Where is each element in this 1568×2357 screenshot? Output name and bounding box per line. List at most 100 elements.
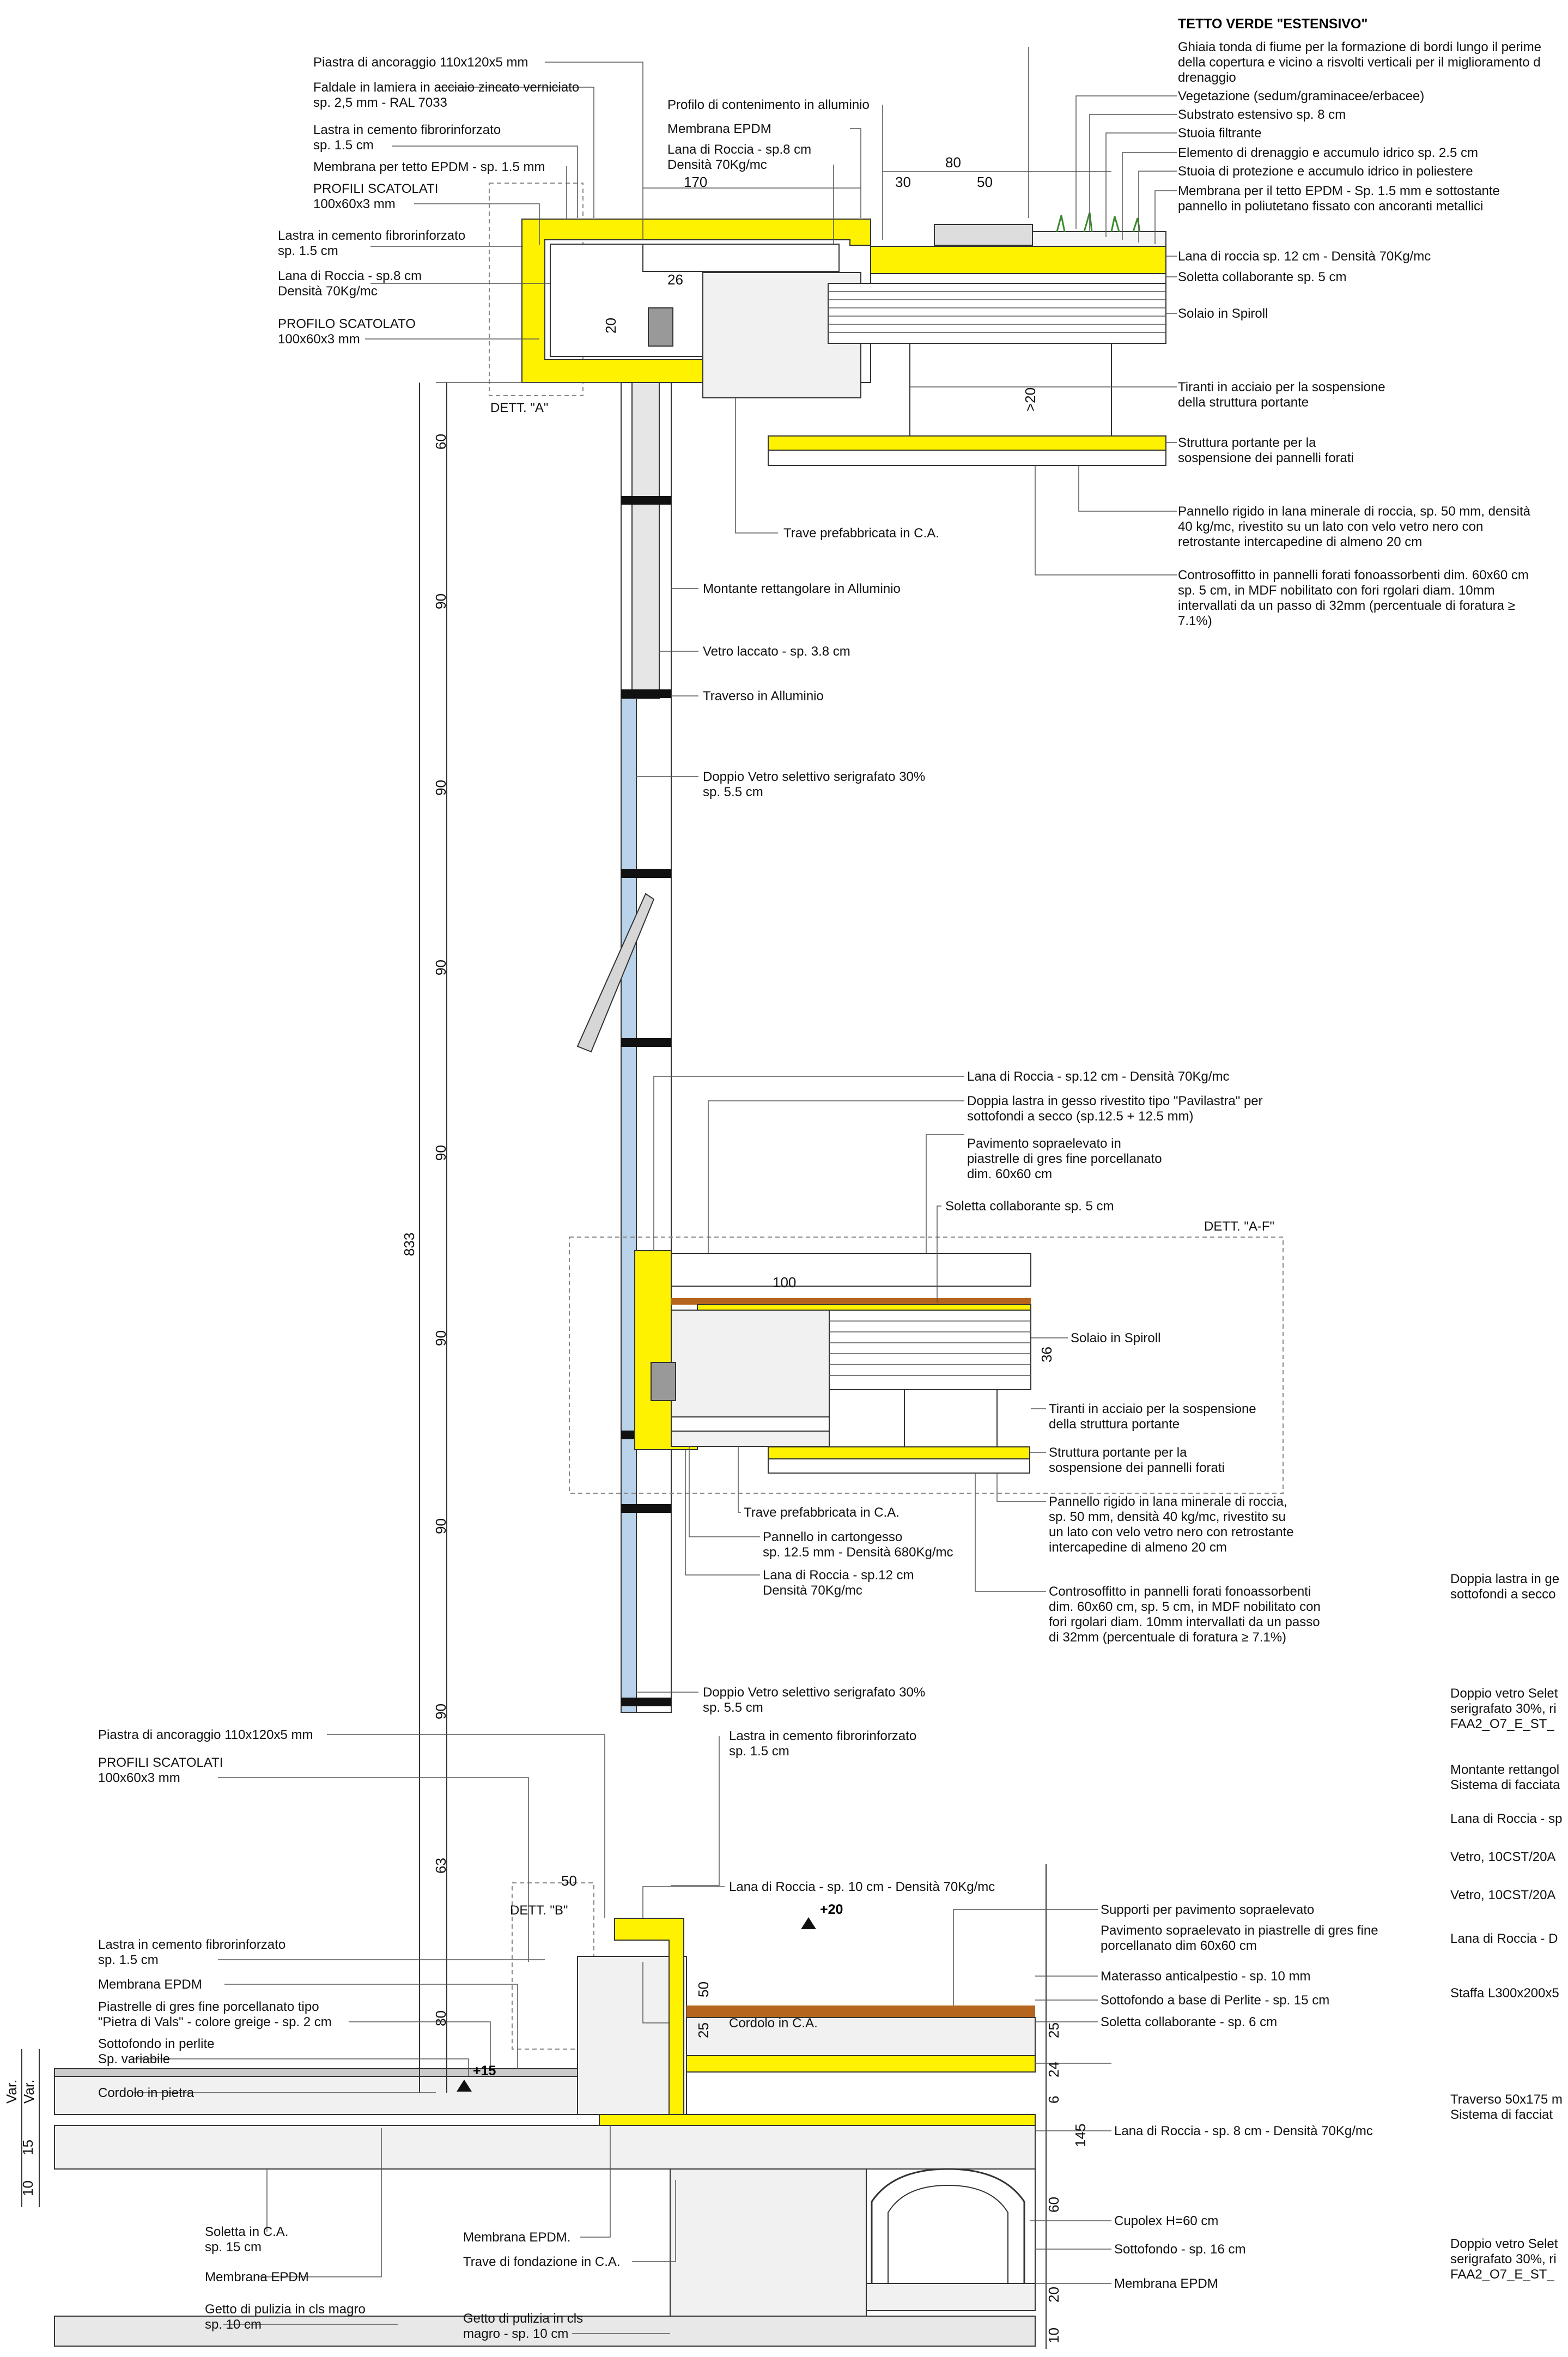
spiroll-slab-mid [829, 1310, 1031, 1390]
label: 7.1%) [1178, 614, 1212, 628]
foundation-beam [670, 2168, 867, 2317]
label: Densità 70Kg/mc [278, 284, 378, 299]
label: Soletta collaborante - sp. 6 cm [1101, 2015, 1277, 2029]
dim-label: 24 [1046, 2062, 1062, 2077]
label: dim. 60x60 cm [967, 1167, 1052, 1181]
anchor-plate [648, 307, 673, 347]
dim-label: 90 [433, 1330, 449, 1346]
label: sottofondi a secco (sp.12.5 + 12.5 mm) [967, 1109, 1194, 1124]
dim-label: 80 [433, 2010, 449, 2026]
label: Pavimento sopraelevato in piastrelle di … [1101, 1923, 1378, 1938]
dim-label: 6 [1046, 2096, 1062, 2104]
label: Doppio Vetro selettivo serigrafato 30% [703, 769, 925, 784]
label: Doppio Vetro selettivo serigrafato 30% [703, 1685, 925, 1700]
transom-4 [621, 1038, 671, 1047]
label: drenaggio [1178, 70, 1236, 85]
label: intervallati da un passo di 32mm (percen… [1178, 598, 1515, 613]
acoustic-ceiling-mid [768, 1458, 1030, 1474]
label: della struttura portante [1049, 1417, 1180, 1432]
label: Montante rettangolare in Alluminio [703, 581, 901, 596]
label: sp. 1.5 cm [729, 1744, 789, 1759]
open-window-sash [576, 893, 655, 1053]
lean-concrete [54, 2316, 1036, 2347]
transom-6 [621, 1504, 671, 1513]
label: Pannello rigido in lana minerale di rocc… [1178, 504, 1531, 519]
label: Densità 70Kg/mc [667, 157, 767, 172]
label: Substrato estensivo sp. 8 cm [1178, 107, 1346, 122]
label: Stuoia di protezione e accumulo idrico i… [1178, 164, 1473, 179]
label: Lana di roccia sp. 12 cm - Densità 70Kg/… [1178, 249, 1431, 264]
dim-label: 60 [1046, 2197, 1062, 2213]
label: sp. 15 cm [205, 2240, 262, 2255]
label: della struttura portante [1178, 395, 1309, 410]
label: Membrana EPDM. [463, 2230, 570, 2245]
roof-insulation [870, 246, 1166, 274]
label: Solaio in Spiroll [1071, 1331, 1160, 1346]
base-detail [54, 1882, 1036, 2347]
label: Ghiaia tonda di fiume per la formazione … [1178, 40, 1541, 54]
label: Vegetazione (sedum/graminacee/erbacee) [1178, 89, 1424, 104]
ca-curb [577, 1956, 687, 2115]
label: Sistema di facciata [1450, 1778, 1560, 1792]
mid-floor-detail [569, 1237, 1284, 1494]
foundation-slab [54, 2125, 1036, 2170]
roof-title: TETTO VERDE "ESTENSIVO" [1178, 16, 1368, 32]
label: Struttura portante per la [1049, 1445, 1187, 1460]
label: sp. 5.5 cm [703, 785, 763, 799]
label: Tiranti in acciaio per la sospensione [1049, 1402, 1256, 1416]
label: fori rgolari diam. 10mm intervallati da … [1049, 1615, 1320, 1629]
ceiling-panel-mid [768, 1446, 1030, 1459]
label: Struttura portante per la [1178, 435, 1316, 450]
label: Staffa L300x200x5 [1450, 1986, 1559, 2001]
label: porcellanato dim 60x60 cm [1101, 1938, 1257, 1953]
dim-label: 50 [977, 174, 993, 190]
label: Doppia lastra in ge [1450, 1572, 1559, 1586]
dim-label: 833 [401, 1233, 417, 1256]
label: Sistema di facciat [1450, 2107, 1553, 2122]
label: Doppio vetro Selet [1450, 1686, 1558, 1701]
label: Doppia lastra in gesso rivestito tipo "P… [967, 1094, 1263, 1108]
dim-label: 10 [1046, 2328, 1062, 2343]
detail-af-label: DETT. "A-F" [1204, 1219, 1274, 1234]
perlite-subbase [686, 2017, 1036, 2056]
label: FAA2_O7_E_ST_ [1450, 2267, 1554, 2282]
level-label: +20 [820, 1902, 843, 1917]
label: sp. 5 cm, in MDF nobilitato con fori rgo… [1178, 583, 1495, 598]
label: Getto di pulizia in cls magro [205, 2302, 366, 2317]
label: sospensione dei pannelli forati [1178, 451, 1354, 465]
dim-label: 63 [433, 1858, 449, 1874]
bottom-center-labels: Lastra in cemento fibrorinforzato sp. 1.… [463, 1729, 995, 2341]
label: 100x60x3 mm [313, 197, 396, 211]
label: 40 kg/mc, rivestito su un lato con velo … [1178, 519, 1483, 534]
facade [576, 382, 672, 1713]
detail-b-label: DETT. "B" [510, 1903, 568, 1918]
label: sp. 10 cm [205, 2317, 262, 2332]
roof-detail [489, 183, 1166, 466]
bottom-dim-labels: 50 50 25 25 24 6 145 60 20 10 10 15 Var.… [3, 1873, 1089, 2343]
label: Lana di Roccia - sp. 10 cm - Densità 70K… [729, 1880, 995, 1894]
label: sp. 2,5 mm - RAL 7033 [313, 95, 447, 110]
transom-7 [621, 1698, 671, 1706]
label: Cordolo in C.A. [729, 2016, 818, 2031]
detail-b-box [512, 1882, 594, 2050]
label: Membrana per tetto EPDM - sp. 1.5 mm [313, 160, 545, 174]
label: 100x60x3 mm [98, 1771, 180, 1785]
label: Lana di Roccia - sp. 8 cm - Densità 70Kg… [1114, 2124, 1373, 2138]
dim-label: 36 [1038, 1347, 1055, 1362]
label: intercapedine di almeno 20 cm [1049, 1540, 1227, 1555]
roof-right-labels: TETTO VERDE "ESTENSIVO" Ghiaia tonda di … [1178, 16, 1541, 628]
label: Faldale in lamiera in acciaio zincato ve… [313, 80, 579, 95]
vegetation-icon [1056, 212, 1141, 232]
label: di 32mm (percentuale di foratura ≥ 7.1%) [1049, 1630, 1286, 1645]
acoustic-ceiling-top [768, 450, 1166, 466]
floor-finish-base [686, 2005, 1035, 2017]
dim-label: 90 [433, 593, 449, 609]
label: Doppio vetro Selet [1450, 2237, 1558, 2251]
label: 100x60x3 mm [278, 332, 360, 347]
double-glazing [621, 698, 637, 1713]
label: Lastra in cemento fibrorinforzato [729, 1729, 916, 1743]
label: sp. 1.5 cm [98, 1953, 159, 1967]
label: Solaio in Spiroll [1178, 306, 1268, 321]
label: Montante rettangol [1450, 1762, 1559, 1777]
